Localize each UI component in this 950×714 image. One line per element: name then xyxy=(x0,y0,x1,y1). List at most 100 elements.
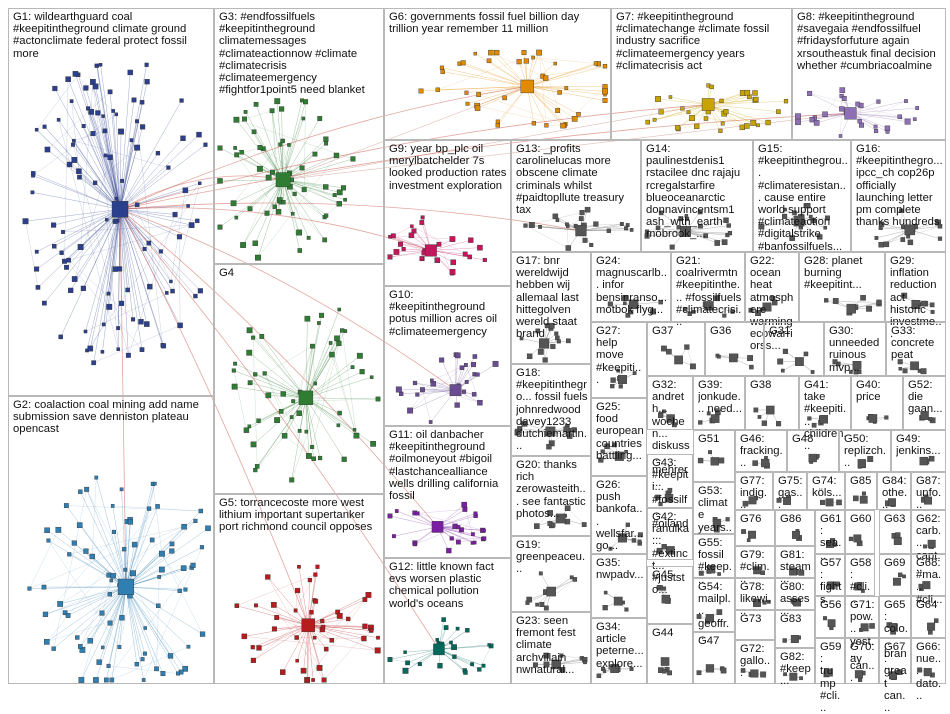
group-box-g71: G71: pow... yest... can... xyxy=(845,596,879,638)
group-box-g33: G33: concrete peat xyxy=(886,322,946,376)
group-box-g74: G74: köls... xyxy=(807,472,845,510)
group-label-g48: G48 xyxy=(792,433,836,445)
group-label-g35: G35: nwpadv... xyxy=(596,557,644,581)
group-label-g75: G75: gas... xyxy=(778,475,804,512)
group-label-g61: G61: sea... xyxy=(820,513,842,562)
group-box-g30: G30: unneeded ruinous mvp... xyxy=(824,322,886,376)
group-label-g63: G63 xyxy=(884,513,908,525)
group-box-g63: G63 xyxy=(879,510,911,554)
group-box-g11: G11: oil danbacher #keepitintheground #o… xyxy=(384,426,511,558)
group-label-g78: G78: likewi... xyxy=(740,581,772,618)
group-label-g10: G10: #keepitintheground potus million ac… xyxy=(389,289,508,338)
group-box-g53: G53: climate years... xyxy=(693,482,735,534)
group-box-g16: G16: #keepitinthegro... ipcc_ch cop26p o… xyxy=(851,140,946,252)
group-label-g16: G16: #keepitinthegro... ipcc_ch cop26p o… xyxy=(856,143,943,228)
group-label-g40: G40: price xyxy=(856,379,900,403)
group-label-g19: G19: greenpeaceu... xyxy=(516,539,588,576)
group-label-g20: G20: thanks rich zerowasteith... see fan… xyxy=(516,459,588,520)
group-label-g38: G38 xyxy=(750,379,796,391)
group-box-g26: G26: push bankofa... wellsfar... go... xyxy=(591,476,647,554)
group-box-g83: G83 xyxy=(775,610,815,648)
group-box-g84: G84: othe... xyxy=(877,472,911,510)
group-label-g12: G12: little known fact evs worsen plasti… xyxy=(389,561,508,610)
group-label-g44: G44 xyxy=(652,627,690,639)
group-box-g32: G32: andreth... wochen... diskuss... meh… xyxy=(647,376,693,430)
group-label-g72: G72: gallo... xyxy=(740,643,772,680)
group-box-g45: G45 xyxy=(647,566,693,624)
group-label-g25: G25: food european countries battling... xyxy=(596,401,644,462)
group-label-g43: G43: #keepiti... #fossilf... #oiland... xyxy=(652,457,690,542)
group-box-g8: G8: #keepitintheground #savegaia #endfos… xyxy=(792,8,946,140)
group-label-g6: G6: governments fossil fuel billion day … xyxy=(389,11,608,35)
group-label-g7: G7: #keepitintheground #climatechange #c… xyxy=(616,11,789,72)
group-box-g55: G55: fossil #keep... xyxy=(693,534,735,578)
group-label-g49: G49: jenkins... xyxy=(896,433,943,457)
group-label-g68: G68: #ma... #cli... xyxy=(916,557,943,606)
group-box-g20: G20: thanks rich zerowasteith... see fan… xyxy=(511,456,591,536)
group-box-g7: G7: #keepitintheground #climatechange #c… xyxy=(611,8,792,140)
group-label-g9: G9: year bp_plc oil merylbatchelder 7s l… xyxy=(389,143,508,192)
group-box-g76: G76 xyxy=(735,510,775,546)
group-label-g17: G17: bnr wereldwijd hebben wij allemaal … xyxy=(516,255,588,340)
group-box-g60: G60 xyxy=(845,510,875,554)
group-label-g36: G36 xyxy=(710,325,761,337)
group-label-g46: G46: fracking... xyxy=(740,433,784,470)
group-box-g49: G49: jenkins... xyxy=(891,430,946,472)
group-label-g26: G26: push bankofa... wellsfar... go... xyxy=(596,479,644,552)
group-box-g65: G65: colo... bran... xyxy=(879,596,911,638)
group-box-g48: G48 xyxy=(787,430,839,472)
group-label-g8: G8: #keepitintheground #savegaia #endfos… xyxy=(797,11,943,72)
group-box-g58: G58: #cli... xyxy=(845,554,875,596)
group-box-g82: G82: #keep... xyxy=(775,648,815,684)
group-label-g84: G84: othe... xyxy=(882,475,908,512)
group-box-g18: G18: #keepitinthegro... fossil fuels joh… xyxy=(511,364,591,456)
group-label-g23: G23: seen fremont fest climate archvilla… xyxy=(516,615,588,676)
group-box-g23: G23: seen fremont fest climate archvilla… xyxy=(511,612,591,684)
group-label-g86: G86 xyxy=(780,513,812,525)
group-label-g85: G85 xyxy=(850,475,874,487)
group-box-g62: G62: carb... capt... xyxy=(911,510,946,554)
group-box-g54: G54: mailpl... geoffr... xyxy=(693,578,735,632)
group-box-g79: G79: #clim... xyxy=(735,546,775,578)
group-box-g9: G9: year bp_plc oil merylbatchelder 7s l… xyxy=(384,140,511,286)
group-label-g27: G27: help move #keepiti... xyxy=(596,325,644,386)
group-label-g21: G21: coalrivermtn #keepitinthe... #fossi… xyxy=(676,255,742,328)
group-label-g81: G81: steam... xyxy=(780,549,812,586)
group-label-g1: G1: wildearthguard coal #keepitinthegrou… xyxy=(13,11,211,60)
group-box-g12: G12: little known fact evs worsen plasti… xyxy=(384,558,511,684)
group-box-g51: G51 xyxy=(693,430,735,482)
group-label-g14: G14: paulinestdenis1 rstacilee dnc rajaj… xyxy=(646,143,750,241)
group-box-g81: G81: steam... xyxy=(775,546,815,578)
group-box-g22: G22: ocean heat atmosphere warming ecowa… xyxy=(745,252,799,322)
group-label-g2: G2: coalaction coal mining add name subm… xyxy=(13,399,211,436)
group-box-g52: G52: die gaan... xyxy=(903,376,946,430)
group-box-g21: G21: coalrivermtn #keepitinthe... #fossi… xyxy=(671,252,745,322)
group-box-g19: G19: greenpeaceu... xyxy=(511,536,591,612)
group-box-g3: G3: #endfossilfuels #keepitintheground c… xyxy=(214,8,384,264)
group-box-g38: G38 xyxy=(745,376,799,430)
group-box-g61: G61: sea... xyxy=(815,510,845,554)
group-label-g54: G54: mailpl... geoffr... xyxy=(698,581,732,642)
group-label-g52: G52: die gaan... xyxy=(908,379,943,416)
group-box-g28: G28: planet burning #keepitint... xyxy=(799,252,885,322)
group-box-g6: G6: governments fossil fuel billion day … xyxy=(384,8,611,140)
group-box-g4: G4 xyxy=(214,264,384,494)
group-label-g55: G55: fossil #keep... xyxy=(698,537,732,586)
group-box-g37: G37 xyxy=(647,322,705,376)
group-label-g74: G74: köls... xyxy=(812,475,842,499)
group-label-g51: G51 xyxy=(698,433,732,445)
group-label-g11: G11: oil danbacher #keepitintheground #o… xyxy=(389,429,508,502)
group-box-g29: G29: inflation reduction act historic in… xyxy=(885,252,946,322)
group-label-g39: G39: jonkude... need... xyxy=(698,379,742,416)
group-label-g66: G66: nue... dato... xyxy=(916,641,943,702)
group-label-g5: G5: torrancecoste more west lithium impo… xyxy=(219,497,381,534)
group-box-g14: G14: paulinestdenis1 rstacilee dnc rajaj… xyxy=(641,140,753,252)
group-box-g75: G75: gas... xyxy=(773,472,807,510)
group-label-g59: G59: trump #cli... xyxy=(820,641,842,714)
group-label-g31: G31 xyxy=(769,325,821,337)
group-box-g10: G10: #keepitintheground potus million ac… xyxy=(384,286,511,426)
group-box-g67: G67: great can... xyxy=(879,638,911,684)
group-box-g1: G1: wildearthguard coal #keepitinthegrou… xyxy=(8,8,214,396)
group-label-g71: G71: pow... yest... can... xyxy=(850,599,876,684)
group-box-g31: G31 xyxy=(764,322,824,376)
